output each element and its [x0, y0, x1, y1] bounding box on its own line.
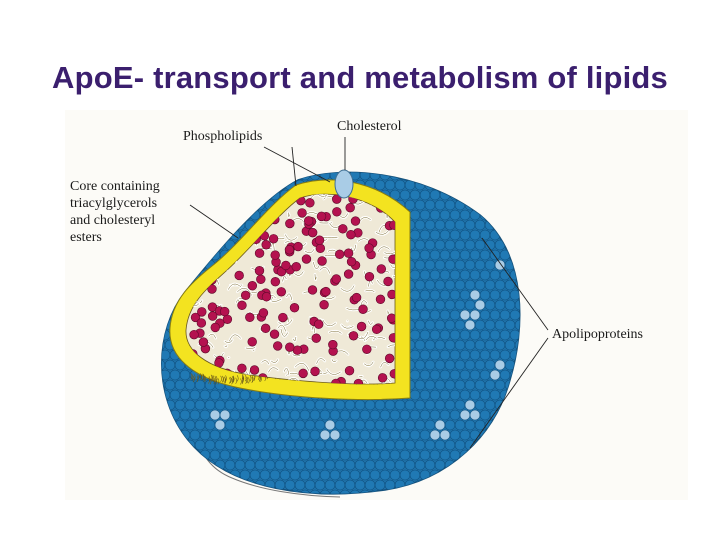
cholesterol-molecule: [334, 169, 354, 199]
label-core-line-4: esters: [70, 230, 102, 245]
slide-title: ApoE- transport and metabolism of lipids: [52, 60, 668, 95]
label-apolipoproteins: Apolipoproteins: [552, 327, 643, 342]
leader-lines: [189, 137, 549, 449]
label-core-line-2: triacylglycerols: [70, 196, 158, 211]
label-core-line-1: Core containing: [70, 179, 160, 194]
label-core-line-3: and cholesteryl: [70, 213, 156, 228]
label-cholesterol: Cholesterol: [337, 119, 402, 134]
label-phospholipids: Phospholipids: [183, 129, 263, 144]
